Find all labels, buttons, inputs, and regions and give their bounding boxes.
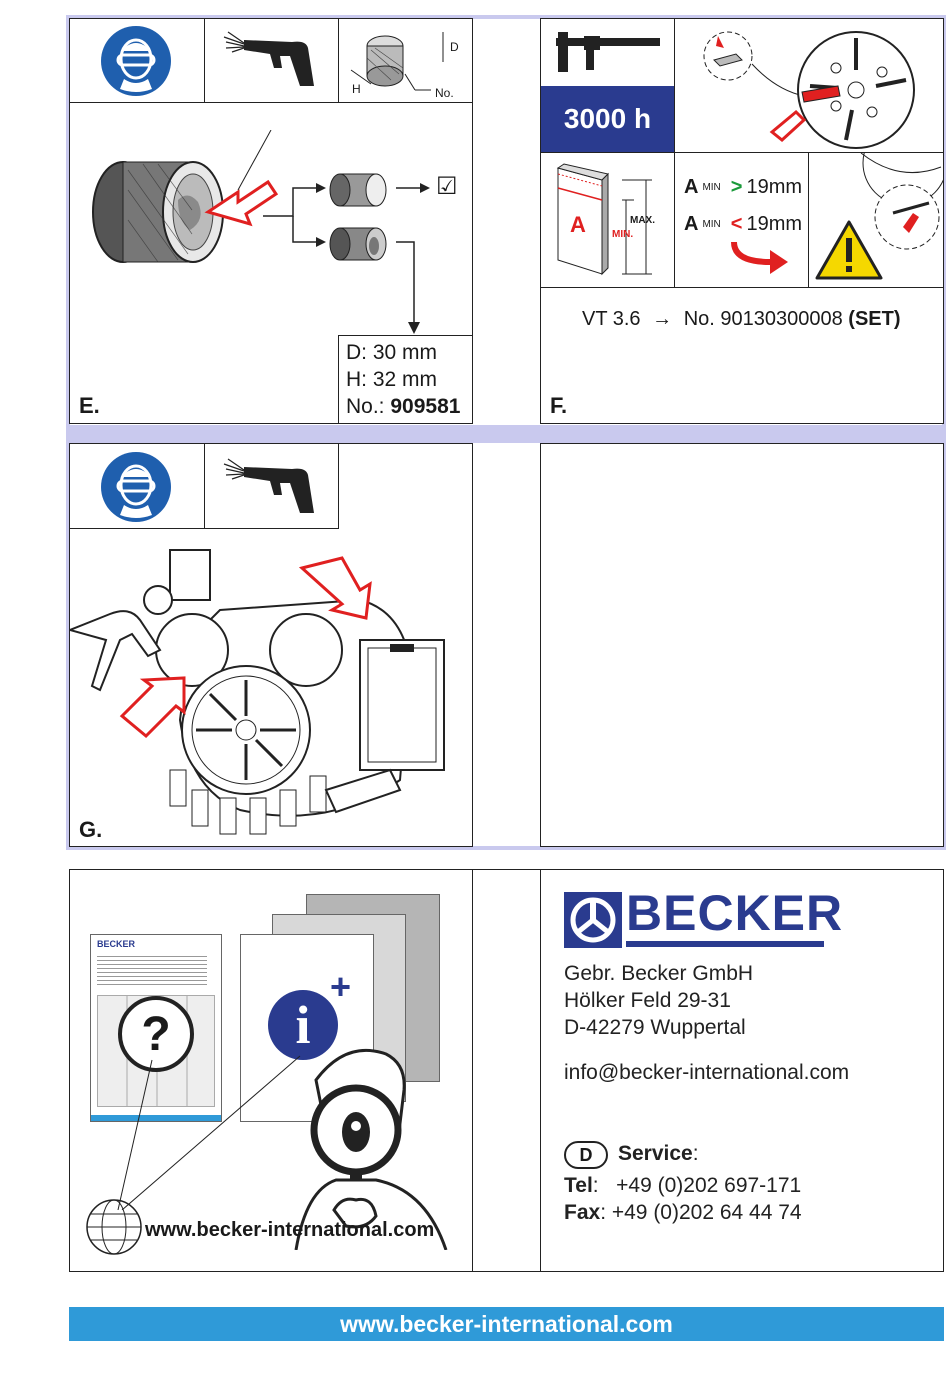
dimension-label-h: H [352, 82, 361, 96]
manual-footer-bar [91, 1115, 221, 1121]
tel-label: Tel [564, 1174, 593, 1197]
service-label: Service [618, 1142, 693, 1165]
company-street: Hölker Feld 29-31 [564, 989, 731, 1012]
caliper-icon [556, 32, 660, 72]
filter-number: No.: 909581 [346, 393, 460, 420]
frame-band-top [66, 15, 946, 19]
replace-arrow-icon [731, 241, 788, 274]
arrow-down-icon [408, 322, 420, 334]
plus-icon: + [330, 966, 352, 1007]
vane-label-min: MIN. [612, 229, 634, 240]
condition-ok-operator: > [730, 176, 743, 198]
condition-ok-value: 19mm [746, 176, 803, 198]
filter-dims-text: D: 30 mm H: 32 mm No.: 909581 [346, 339, 460, 420]
condition-ok-sub: MIN [702, 182, 721, 193]
frame-band-mid [66, 425, 946, 443]
manual-brand: BECKER [97, 939, 136, 949]
panel-g-letter: G. [79, 817, 103, 842]
dimension-label-no: No. [435, 86, 454, 100]
panel-e-letter: E. [79, 393, 100, 418]
empty-panel [540, 443, 944, 847]
pump-cleaning-illustration [70, 549, 445, 835]
country-badge: D [564, 1141, 608, 1169]
service-tel: Tel: +49 (0)202 697-171 [564, 1174, 802, 1197]
frame-band-right [942, 15, 946, 850]
fax-label: Fax [564, 1201, 601, 1224]
becker-logo-text: BECKER [626, 885, 844, 941]
service-heading: Service: [618, 1142, 699, 1165]
manual-lines [97, 953, 207, 987]
vt-arrow: → [652, 308, 673, 330]
safety-goggles-icon [101, 452, 171, 522]
footer-url-bar[interactable]: www.becker-international.com [69, 1307, 944, 1341]
info-icon: i [268, 990, 338, 1060]
fax-number: +49 (0)202 64 44 74 [611, 1201, 802, 1224]
filter-dims-box [338, 335, 473, 424]
condition-replace-value: 19mm [746, 213, 803, 235]
info-spacer-column [472, 869, 541, 1272]
tel-number[interactable]: +49 (0)202 697-171 [616, 1174, 802, 1197]
condition-replace-operator: < [730, 213, 743, 235]
check-mark-icon: ☑ [436, 173, 458, 200]
condition-replace-a: A [684, 213, 699, 235]
condition-replace-sub: MIN [702, 219, 721, 230]
vt-part-number: No. 90130300008 [683, 308, 843, 330]
company-name: Gebr. Becker GmbH [564, 962, 754, 985]
vane-wear-diagram [556, 163, 652, 276]
filter-number-label: No.: [346, 395, 391, 418]
globe-icon [86, 1199, 142, 1255]
panel-f-condition-cell [674, 152, 809, 288]
company-email[interactable]: info@becker-international.com [564, 1061, 850, 1084]
service-interval-badge: 3000 h [541, 86, 674, 152]
vt-model: VT 3.6 [582, 308, 641, 330]
safety-goggles-icon [101, 26, 171, 96]
panel-e-filter-cell [338, 18, 473, 103]
globe-link-lines [117, 1055, 301, 1210]
magnifier-person-illustration [294, 1048, 448, 1250]
company-city: D-42279 Wuppertal [564, 1016, 746, 1039]
panel-f-letter: F. [550, 393, 568, 418]
vane-rotor-detail [703, 31, 915, 149]
info-url[interactable]: www.becker-international.com [145, 1219, 435, 1241]
question-mark-icon: ? [118, 996, 194, 1072]
company-address: Gebr. Becker GmbH Hölker Feld 29-31 D-42… [564, 960, 753, 1041]
filter-height: H: 32 mm [346, 368, 438, 391]
filter-number-value: 909581 [390, 395, 461, 418]
becker-logo-underline [626, 941, 824, 947]
warning-icon [815, 220, 883, 280]
spare-part-line: VT 3.6 → No. 90130300008 (SET) [582, 308, 901, 331]
frame-band-bottom [66, 846, 946, 850]
filter-cleaning-diagram [92, 130, 430, 328]
air-gun-icon [223, 31, 314, 86]
filter-diameter: D: 30 mm [346, 341, 438, 364]
becker-logo-icon [564, 892, 622, 948]
vt-set-label: (SET) [848, 308, 901, 330]
vane-label-max: MAX. [630, 215, 655, 226]
air-gun-icon [223, 458, 314, 513]
frame-band-left [66, 15, 70, 850]
service-fax: Fax: +49 (0)202 64 44 74 [564, 1201, 802, 1224]
dimension-label-d: D [450, 40, 459, 54]
vane-check-detail [860, 153, 943, 250]
filter-dimension-diagram [350, 32, 444, 91]
condition-ok-a: A [684, 176, 699, 198]
vane-label-a: A [570, 212, 586, 237]
